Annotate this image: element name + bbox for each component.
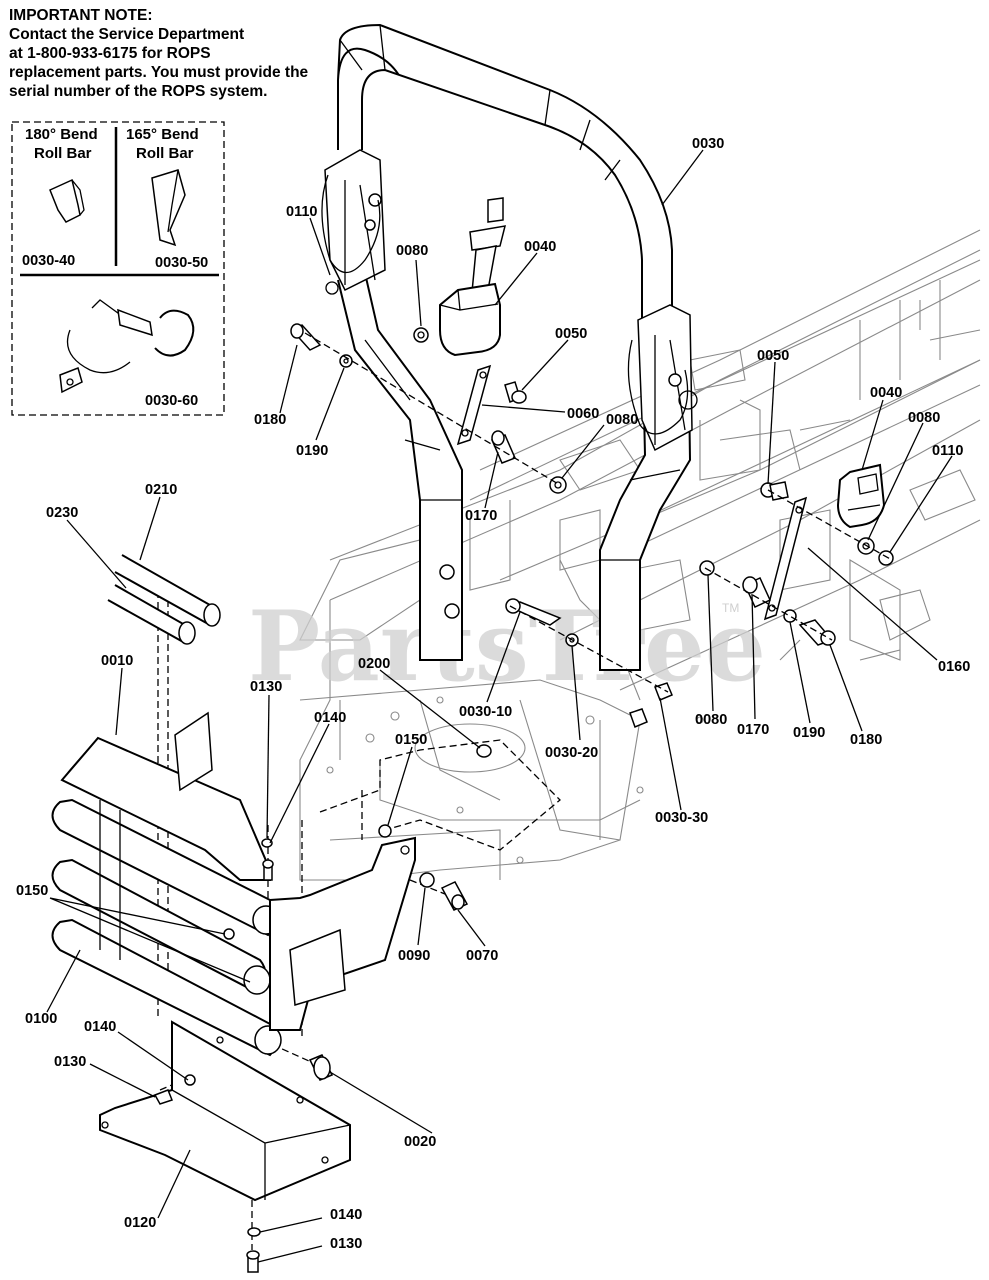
inset-part-0030-60: 0030-60 bbox=[145, 393, 198, 409]
note-line: replacement parts. You must provide the bbox=[9, 64, 309, 81]
callout-label: 0080 bbox=[695, 712, 727, 728]
callout-label: 0040 bbox=[870, 385, 902, 401]
callout-label: 0190 bbox=[296, 443, 328, 459]
callout-label: 0080 bbox=[606, 412, 638, 428]
callout-label: 0140 bbox=[314, 710, 346, 726]
callout-labels: 0030 0110 0080 0040 0050 0060 0180 0190 … bbox=[16, 136, 970, 1252]
callout-label: 0170 bbox=[465, 508, 497, 524]
callout-label: 0010 bbox=[101, 653, 133, 669]
callout-label: 0110 bbox=[286, 204, 317, 220]
callout-label: 0100 bbox=[25, 1011, 57, 1027]
inset-box: 180° Bend Roll Bar 165° Bend Roll Bar 00… bbox=[11, 121, 225, 416]
callout-label: 0130 bbox=[54, 1054, 86, 1070]
seat-belt-buckle-right bbox=[836, 463, 886, 529]
watermark-tm: TM bbox=[722, 601, 739, 615]
callout-label: 0150 bbox=[16, 883, 48, 899]
callout-label: 0140 bbox=[330, 1207, 362, 1223]
callout-label: 0170 bbox=[737, 722, 769, 738]
important-note: IMPORTANT NOTE: Contact the Service Depa… bbox=[9, 6, 339, 101]
callout-label: 0020 bbox=[404, 1134, 436, 1150]
callout-label: 0090 bbox=[398, 948, 430, 964]
callout-label: 0050 bbox=[555, 326, 587, 342]
callout-label: 0120 bbox=[124, 1215, 156, 1231]
callout-label: 0230 bbox=[46, 505, 78, 521]
inset-part-0030-40: 0030-40 bbox=[22, 253, 75, 269]
callout-label: 0080 bbox=[908, 410, 940, 426]
note-line: Contact the Service Department bbox=[9, 26, 245, 43]
inset-180-subtitle: Roll Bar bbox=[34, 145, 92, 162]
inset-part-0030-50: 0030-50 bbox=[155, 255, 208, 271]
callout-label: 0180 bbox=[850, 732, 882, 748]
skid-plate bbox=[99, 1020, 351, 1273]
inset-165-title: 165° Bend bbox=[126, 126, 199, 143]
callout-label: 0030-20 bbox=[545, 745, 598, 761]
callout-label: 0080 bbox=[396, 243, 428, 259]
callout-label: 0030-30 bbox=[655, 810, 708, 826]
seat-belt-left bbox=[439, 197, 507, 357]
callout-label: 0130 bbox=[250, 679, 282, 695]
callout-label: 0040 bbox=[524, 239, 556, 255]
note-line: IMPORTANT NOTE: bbox=[9, 7, 153, 24]
callout-label: 0050 bbox=[757, 348, 789, 364]
right-belt-hardware bbox=[699, 481, 894, 646]
callout-label: 0150 bbox=[395, 732, 427, 748]
leader-lines bbox=[46, 149, 953, 1263]
inset-180-title: 180° Bend bbox=[25, 126, 98, 143]
tubes bbox=[107, 554, 221, 645]
front-bumper bbox=[51, 711, 469, 1057]
callout-label: 0190 bbox=[793, 725, 825, 741]
note-line: serial number of the ROPS system. bbox=[9, 83, 268, 100]
callout-label: 0030 bbox=[692, 136, 724, 152]
note-line: at 1-800-933-6175 for ROPS bbox=[9, 45, 211, 62]
callout-label: 0210 bbox=[145, 482, 177, 498]
inset-165-subtitle: Roll Bar bbox=[136, 145, 194, 162]
callout-label: 0160 bbox=[938, 659, 970, 675]
callout-label: 0200 bbox=[358, 656, 390, 672]
callout-label: 0070 bbox=[466, 948, 498, 964]
callout-label: 0030-10 bbox=[459, 704, 512, 720]
callout-label: 0130 bbox=[330, 1236, 362, 1252]
callout-label: 0060 bbox=[567, 406, 599, 422]
callout-label: 0110 bbox=[932, 443, 963, 459]
callout-label: 0140 bbox=[84, 1019, 116, 1035]
roll-bar bbox=[321, 23, 698, 671]
callout-label: 0180 bbox=[254, 412, 286, 428]
rops-mount-hardware bbox=[476, 598, 673, 758]
